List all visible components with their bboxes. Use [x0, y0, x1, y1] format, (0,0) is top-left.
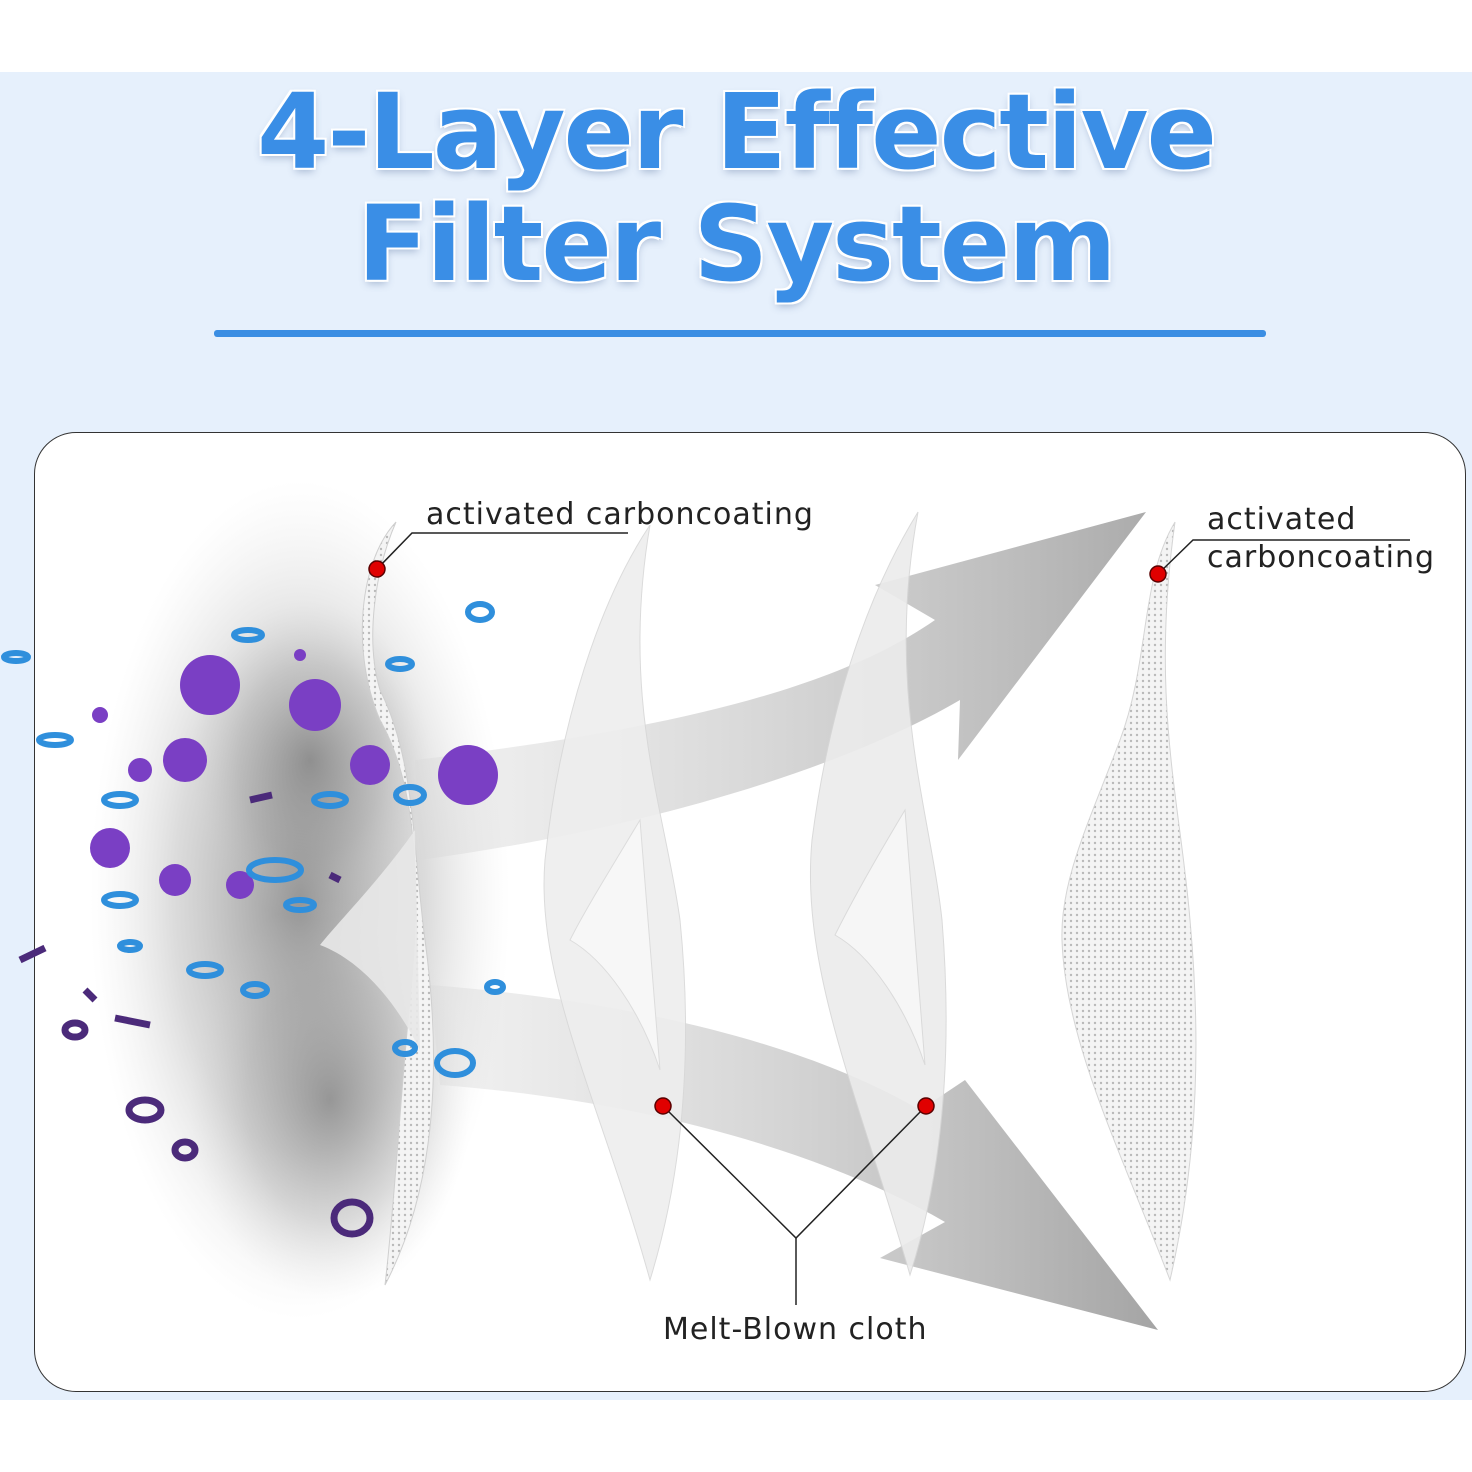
callout-lines	[376, 532, 1410, 1305]
virus-particles	[90, 649, 498, 899]
dust-particles-purple	[18, 791, 374, 1238]
label-activated-carbon-right-line-1: activated	[1207, 502, 1357, 537]
label-activated-carbon-left: activated carboncoating	[426, 497, 814, 532]
layer-2-fold	[569, 818, 661, 1071]
label-melt-blown-cloth: Melt-Blown cloth	[663, 1312, 928, 1347]
layer-3-fold	[834, 808, 926, 1066]
layer-markers	[368, 560, 1167, 1115]
title-underline	[214, 330, 1266, 337]
layer-4-carbon-sheet	[1061, 521, 1197, 1282]
label-activated-carbon-right-line-2: carboncoating	[1207, 540, 1436, 575]
layer-1-carbon-sheet	[361, 521, 434, 1286]
page-title-line-1: 4-Layer Effective	[256, 71, 1217, 193]
lower-arrow	[430, 985, 1158, 1330]
page-title-line-2: Filter System	[357, 183, 1116, 305]
layer-1-fold	[320, 830, 420, 1050]
dust-particles-blue	[1, 601, 506, 1078]
upper-arrow	[415, 512, 1146, 860]
